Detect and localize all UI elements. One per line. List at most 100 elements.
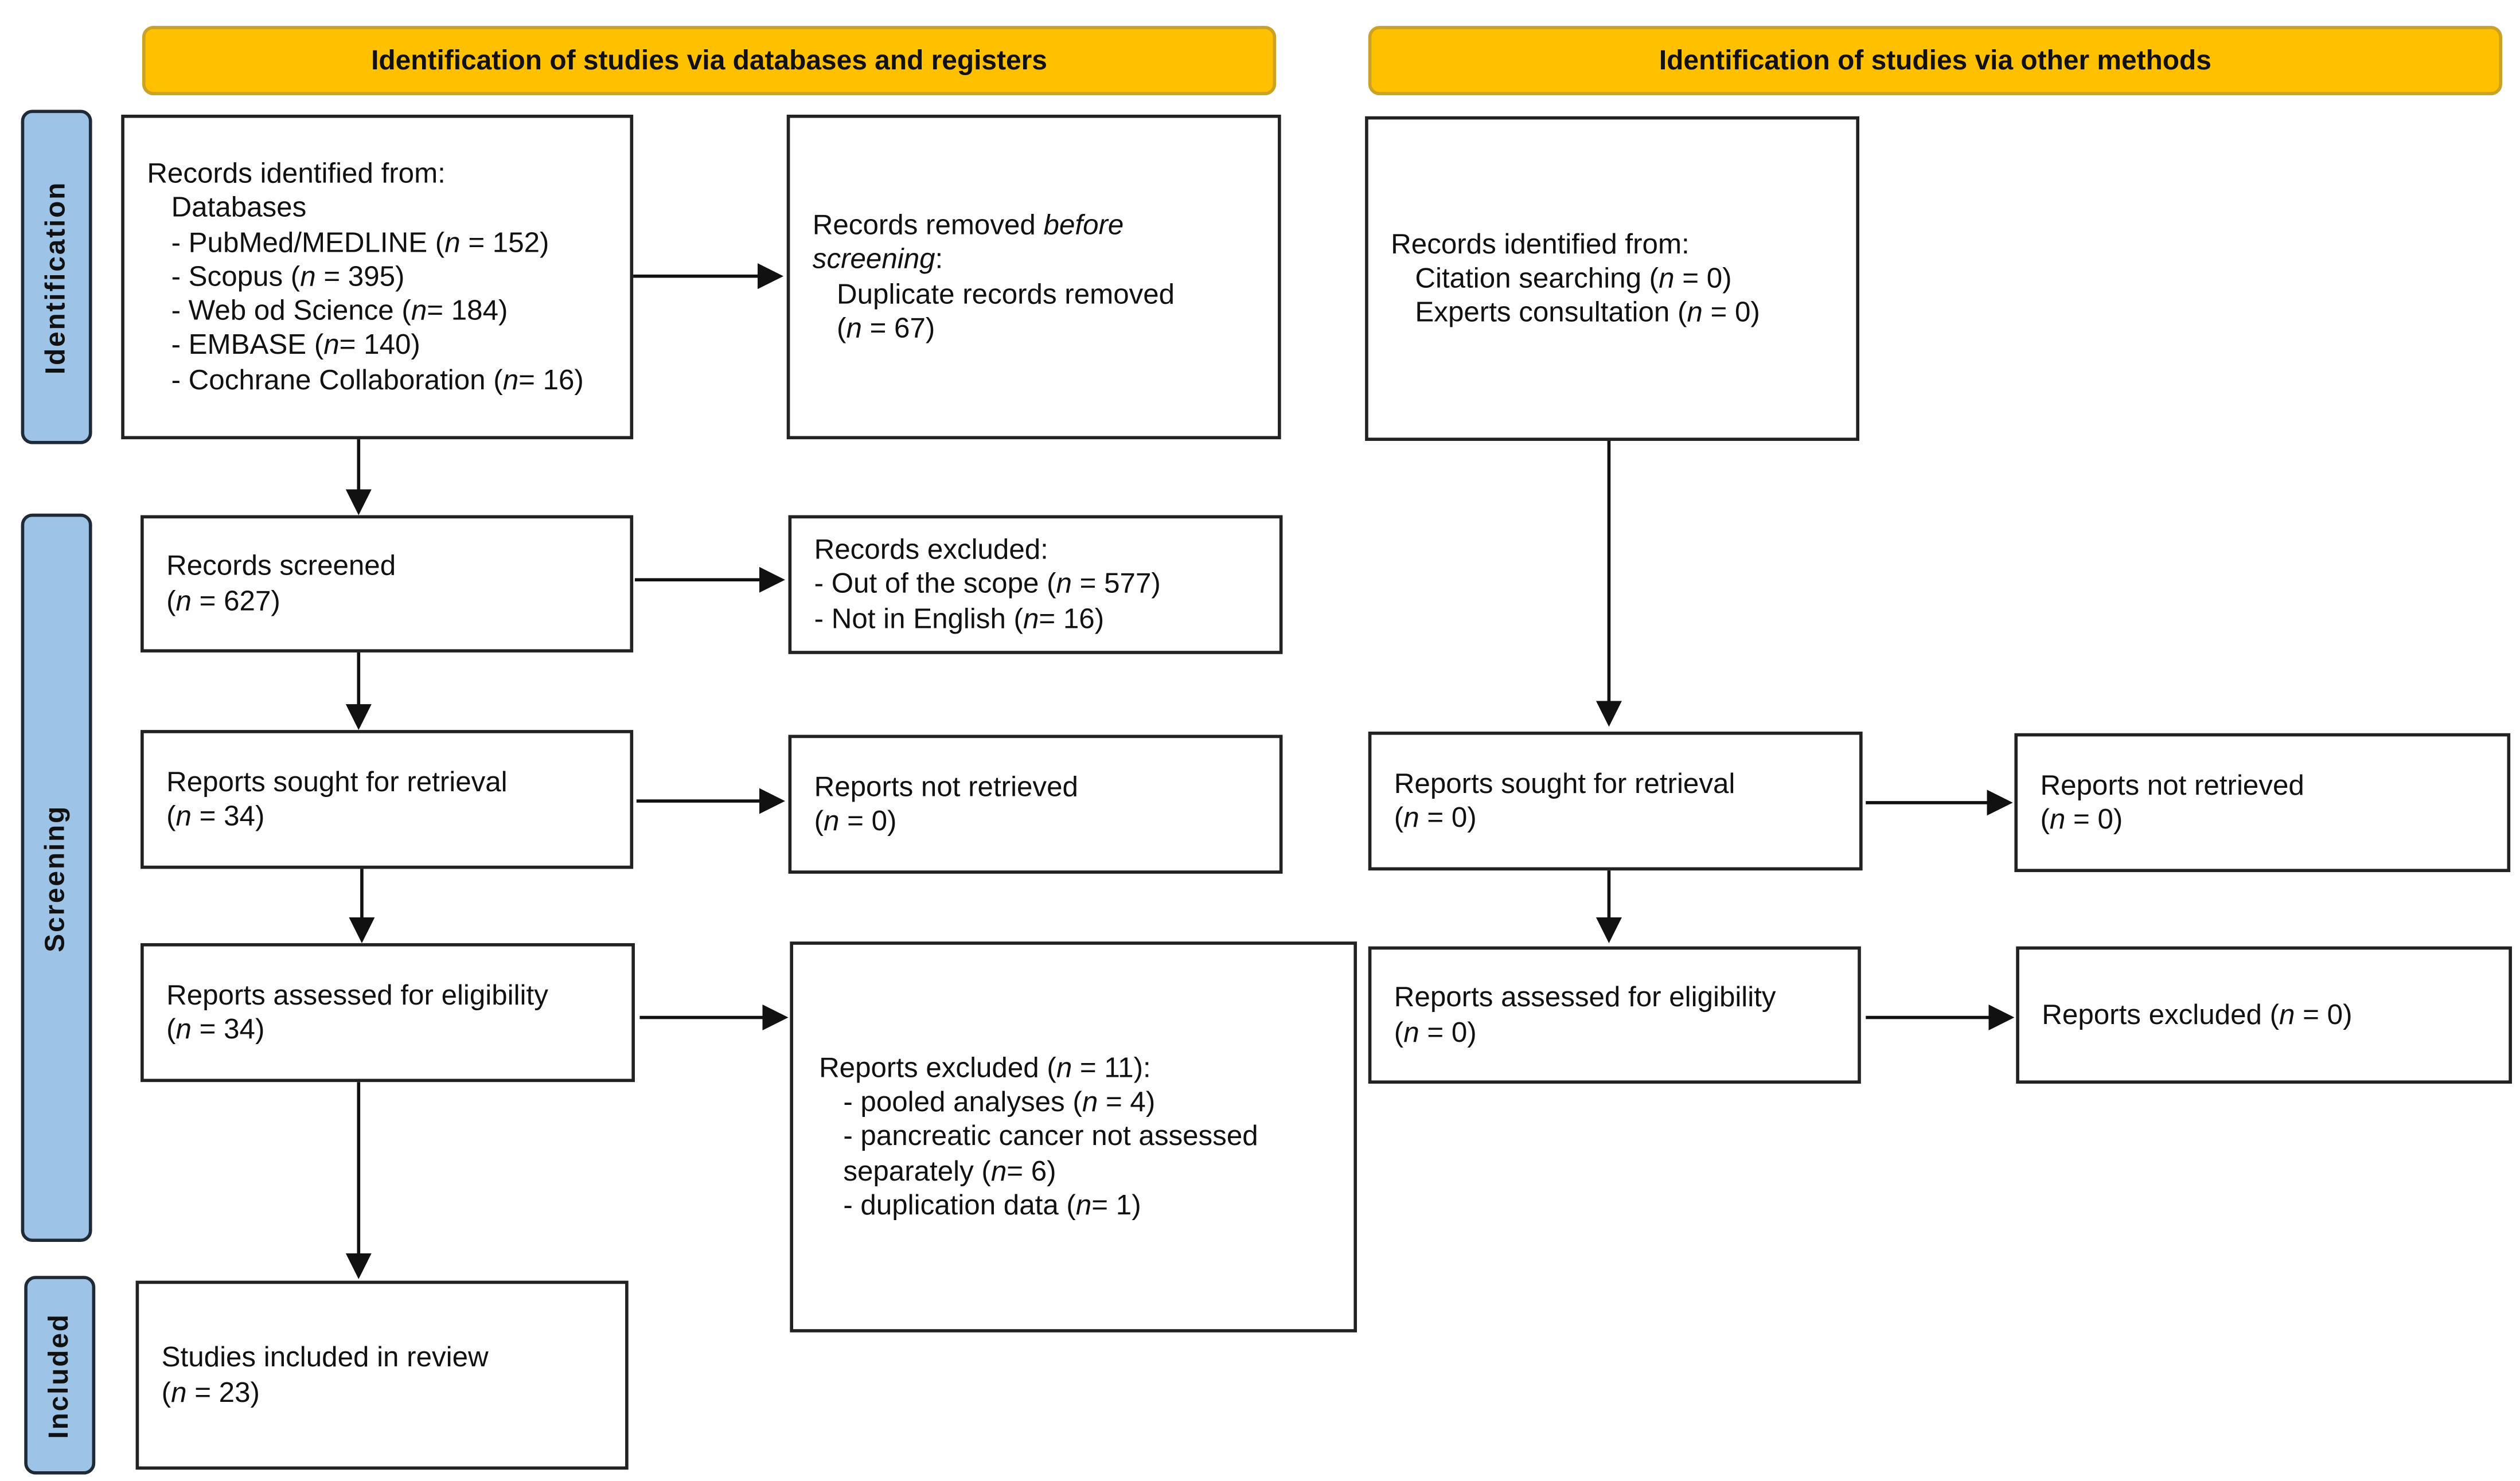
studies-included-box: Studies included in review(n = 23) [135,1280,629,1470]
text-line: - pancreatic cancer not assessed [819,1120,1353,1154]
text-line: Reports excluded (n = 11): [819,1051,1353,1085]
text-segment: = 0) [839,804,897,837]
text-line: (n = 0) [1394,1015,1858,1049]
count-variable: n [2049,802,2066,835]
text-segment: = 152) [460,225,549,258]
text-segment: - Web od Science ( [171,294,411,327]
text-line: - Out of the scope (n = 577) [814,568,1279,602]
count-variable: n [1023,601,1039,634]
text-segment: Reports not retrieved [2040,768,2304,801]
text-segment: Records identified from: [147,157,446,189]
count-variable: n [1056,1050,1072,1084]
text-segment: Reports sought for retrieval [166,765,508,798]
text-segment: = 627) [191,584,280,616]
text-segment: Reports not retrieved [814,769,1078,803]
text-segment: - PubMed/MEDLINE ( [171,225,445,258]
text-line: (n = 67) [813,311,1278,346]
text-segment: Reports excluded ( [819,1050,1056,1084]
phase-screening: Screening [21,513,92,1242]
text-line: - Not in English (n= 16) [814,602,1279,636]
other-reports-assessed-box: Reports assessed for eligibility(n = 0) [1368,946,1861,1084]
text-segment: Reports assessed for eligibility [166,978,548,1011]
text-segment: - pooled analyses ( [843,1085,1082,1118]
text-line: (n = 0) [814,804,1279,839]
text-segment: = 0) [1419,801,1477,834]
count-variable: n [1687,295,1703,329]
text-line: Records removed before [813,208,1278,243]
text-line: separately (n= 6) [819,1154,1353,1189]
other-records-identified-box: Records identified from:Citation searchi… [1365,116,1860,441]
records-identified-box: Records identified from:Databases- PubMe… [121,114,634,440]
count-variable: before [1043,208,1124,241]
text-segment: Records excluded: [814,533,1048,565]
count-variable: n [300,260,316,292]
count-variable: n [502,363,519,396]
text-line: Records identified from: [1391,227,1856,261]
text-line: Experts consultation (n = 0) [1391,296,1856,330]
text-line: - duplication data (n= 1) [819,1189,1353,1223]
text-line: Reports sought for retrieval [166,765,630,799]
text-line: - PubMed/MEDLINE (n = 152) [147,225,630,260]
text-segment: - Out of the scope ( [814,567,1056,600]
text-segment: - EMBASE ( [171,329,324,361]
text-segment: - Cochrane Collaboration ( [171,363,503,396]
count-variable: n [2279,998,2295,1030]
text-segment: - Scopus ( [171,260,301,292]
text-line: (n = 34) [166,799,630,834]
count-variable: n [1082,1085,1098,1118]
text-segment: = 0) [1674,261,1732,294]
text-segment: = 67) [861,311,935,344]
text-segment: = 6) [1007,1154,1056,1187]
reports-excluded-box: Reports excluded (n = 11):- pooled analy… [790,941,1357,1332]
count-variable: n [1659,261,1675,294]
text-segment: - duplication data ( [843,1188,1076,1221]
text-segment: ( [837,311,846,344]
text-line: Citation searching (n = 0) [1391,261,1856,296]
text-segment: ( [166,1013,176,1045]
text-segment: = 0) [1702,295,1760,329]
text-segment: ( [161,1375,171,1408]
text-segment: Records identified from: [1391,226,1690,260]
count-variable: n [444,225,461,258]
count-variable: n [1403,1015,1419,1048]
text-segment: ( [2040,802,2050,835]
text-line: Reports assessed for eligibility [166,978,631,1013]
phase-identification: Identification [21,110,92,444]
text-segment: = 34) [191,1013,265,1045]
count-variable: n [175,799,192,832]
text-segment: = 0) [2065,802,2123,835]
reports-not-retrieved-box: Reports not retrieved(n = 0) [788,734,1283,874]
text-segment: Records removed [812,208,1044,241]
text-line: (n = 0) [2040,803,2507,837]
records-excluded-box: Records excluded:- Out of the scope (n =… [788,515,1283,654]
text-line: (n = 23) [162,1375,625,1409]
text-segment: Reports assessed for eligibility [1394,980,1776,1013]
header-databases: Identification of studies via databases … [142,26,1277,96]
text-segment: = 23) [186,1375,260,1408]
text-line: Reports sought for retrieval [1394,767,1859,801]
text-segment: = 0) [2295,998,2353,1030]
count-variable: n [846,311,862,344]
text-segment: ( [166,799,176,832]
header-other-methods: Identification of studies via other meth… [1368,26,2503,96]
text-segment: Records screened [166,549,396,582]
text-line: - pooled analyses (n = 4) [819,1085,1353,1120]
text-line: (n = 34) [166,1013,631,1047]
text-line: (n = 0) [1394,801,1859,835]
text-segment: = 4) [1098,1085,1156,1118]
reports-assessed-box: Reports assessed for eligibility(n = 34) [141,943,635,1083]
count-variable: screening [812,243,935,275]
count-variable: n [175,584,192,616]
text-segment: Duplicate records removed [837,277,1175,310]
count-variable: n [1056,567,1072,600]
count-variable: n [1075,1188,1092,1221]
text-segment: ( [1394,801,1404,834]
text-segment: ( [814,804,824,837]
count-variable: n [1403,801,1419,834]
text-segment: Reports sought for retrieval [1394,767,1735,799]
text-segment: = 34) [191,799,265,832]
text-segment: = 16) [518,363,584,396]
text-line: Reports not retrieved [814,770,1279,804]
text-segment: - pancreatic cancer not assessed [843,1119,1258,1152]
